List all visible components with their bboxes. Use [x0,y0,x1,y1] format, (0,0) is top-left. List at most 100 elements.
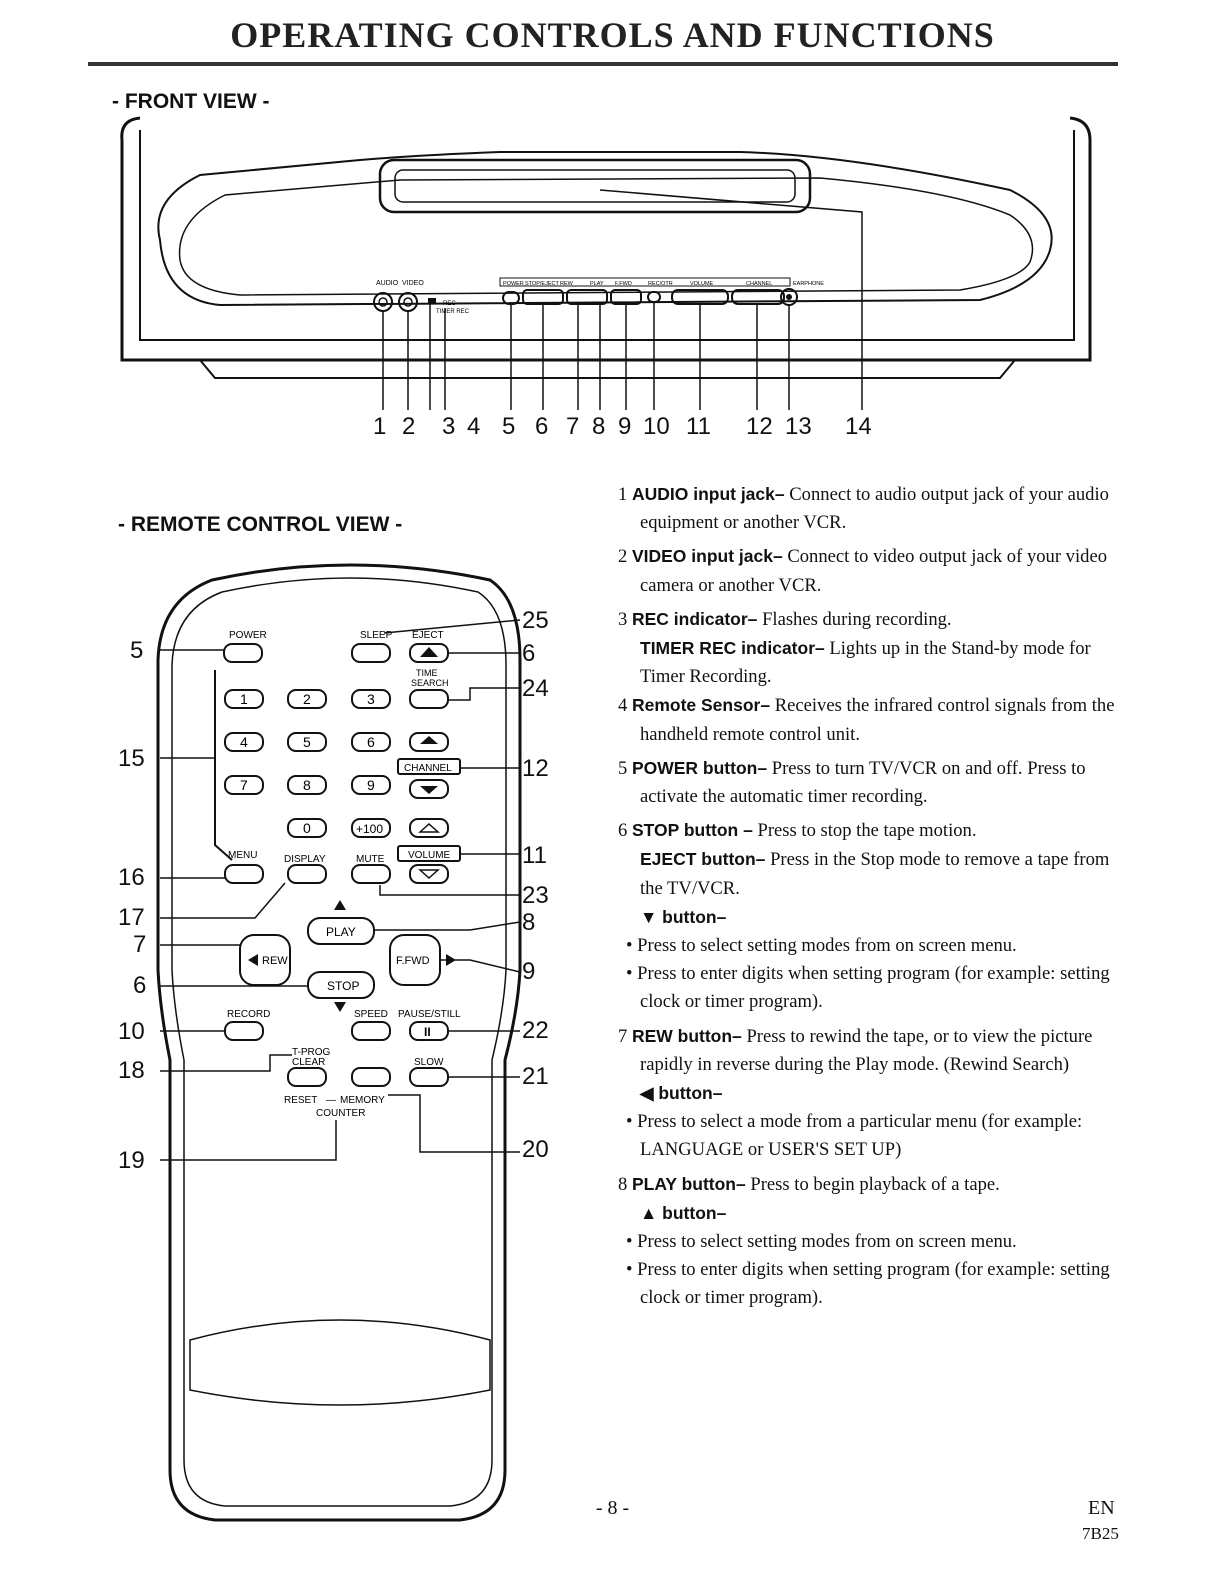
svg-text:TIMER REC: TIMER REC [436,309,470,315]
svg-text:1: 1 [240,691,248,707]
desc-left-button-title: ◀ button– [640,1083,723,1104]
svg-text:II: II [424,1025,431,1039]
desc-item-2: 2 VIDEO input jack– Connect to video out… [618,546,1107,596]
remote-callout-left-6: 6 [133,972,147,999]
svg-text:RECORD: RECORD [227,1009,270,1020]
desc-up-bullet-2: • Press to enter digits when setting pro… [626,1259,1110,1309]
remote-play-button [307,917,375,945]
desc-down-button-title: ▼ button– [640,906,727,927]
front-callout-3: 3 [442,413,456,440]
remote-callout-left-16: 16 [118,864,145,891]
remote-digit-7 [224,775,264,795]
remote-digit-4 [224,732,264,752]
svg-text:TIME: TIME [416,668,438,678]
remote-callout-left-17: 17 [118,904,145,931]
remote-callout-left-7: 7 [133,931,147,958]
front-callout-9: 9 [618,413,632,440]
remote-plus100-button [351,818,391,838]
svg-text:5: 5 [303,734,311,750]
svg-text:MEMORY: MEMORY [340,1095,385,1106]
svg-text:9: 9 [367,777,375,793]
remote-control-diagram: POWER SLEEP EJECT TIME SEARCH 1 2 3 4 [156,563,522,1522]
svg-text:VOLUME: VOLUME [690,281,714,287]
desc-item-6: 6 STOP button – Press to stop the tape m… [618,820,977,842]
remote-channel-label-box [397,758,461,775]
remote-speed-button [351,1021,391,1041]
svg-text:2: 2 [303,691,311,707]
front-callout-2: 2 [402,413,416,440]
svg-text:REW: REW [560,281,574,287]
svg-text:REC/OTR: REC/OTR [648,281,673,287]
svg-text:STOP/EJECT: STOP/EJECT [525,281,559,287]
remote-callout-right-22: 22 [522,1017,549,1044]
remote-power-button [223,643,263,663]
svg-text:REC: REC [443,301,456,307]
remote-callout-right-11: 11 [522,842,547,869]
svg-text:3: 3 [367,691,375,707]
svg-text:DISPLAY: DISPLAY [284,854,326,865]
descriptions-column: 1 AUDIO input jack– Connect to audio out… [618,480,1118,1313]
remote-rew-button [239,934,291,986]
svg-text:VOLUME: VOLUME [408,850,451,861]
remote-display-button [287,864,327,884]
front-callout-1: 1 [373,413,387,440]
audio-jack [373,292,393,312]
remote-digit-9 [351,775,391,795]
front-callout-12: 12 [746,413,773,440]
desc-left-bullet-1: • Press to select a mode from a particul… [626,1111,1083,1161]
page-number: - 8 - [595,1497,630,1519]
vcr-channel-button [731,289,785,305]
svg-text:SLEEP: SLEEP [360,630,393,641]
title-rule [88,62,1118,66]
svg-text:RESET: RESET [284,1095,317,1106]
remote-time-search-button [409,689,449,709]
svg-text:T-PROG: T-PROG [292,1047,331,1058]
svg-text:4: 4 [240,734,248,750]
remote-tprog-clear-button [287,1067,327,1087]
vcr-ffwd-button [647,291,661,303]
vcr-audio-label: AUDIO [376,280,399,287]
vcr-video-label: VIDEO [402,280,424,287]
remote-digit-3 [351,689,391,709]
desc-item-4: 4 Remote Sensor– Receives the infrared c… [618,695,1115,745]
remote-callout-right-12: 12 [522,755,549,782]
remote-view-label: - REMOTE CONTROL VIEW - [118,513,403,536]
remote-callout-right-21: 21 [522,1063,549,1090]
svg-text:STOP: STOP [327,979,359,993]
remote-sleep-button [351,643,391,663]
desc-item-7: 7 REW button– Press to rewind the tape, … [618,1025,1093,1075]
footer-code: 7B25 [1082,1524,1119,1543]
vcr-rew-button [566,289,608,305]
svg-text:CLEAR: CLEAR [292,1057,325,1068]
svg-text:+100: +100 [356,822,383,836]
svg-text:POWER: POWER [229,630,267,641]
remote-callout-right-8: 8 [522,909,536,936]
remote-stop-button [307,971,375,999]
footer-lang: EN [1088,1497,1115,1519]
svg-text:SPEED: SPEED [354,1009,388,1020]
remote-callout-left-19: 19 [118,1147,145,1174]
svg-text:EJECT: EJECT [412,630,444,641]
desc-up-button-title: ▲ button– [640,1202,727,1223]
remote-callout-right-6: 6 [522,640,536,667]
svg-text:MENU: MENU [228,850,257,861]
remote-volume-up-button [409,818,449,838]
svg-text:F.FWD: F.FWD [615,281,632,287]
svg-text:PLAY: PLAY [590,281,604,287]
remote-callout-right-23: 23 [522,882,549,909]
remote-slow-button [409,1067,449,1087]
remote-digit-1 [224,689,264,709]
remote-digit-5 [287,732,327,752]
remote-digit-6 [351,732,391,752]
svg-text:6: 6 [367,734,375,750]
front-view-label: - FRONT VIEW - [112,90,270,113]
remote-callout-left-15: 15 [118,745,145,772]
remote-callout-right-24: 24 [522,675,549,702]
svg-text:POWER: POWER [503,281,524,287]
front-callout-11: 11 [686,413,711,440]
svg-text:PAUSE/STILL: PAUSE/STILL [398,1009,461,1020]
front-callout-10: 10 [643,413,670,440]
remote-record-button [224,1021,264,1041]
desc-item-1: 1 AUDIO input jack– Connect to audio out… [618,484,1109,534]
desc-item-eject: EJECT button– Press in the Stop mode to … [640,849,1110,899]
